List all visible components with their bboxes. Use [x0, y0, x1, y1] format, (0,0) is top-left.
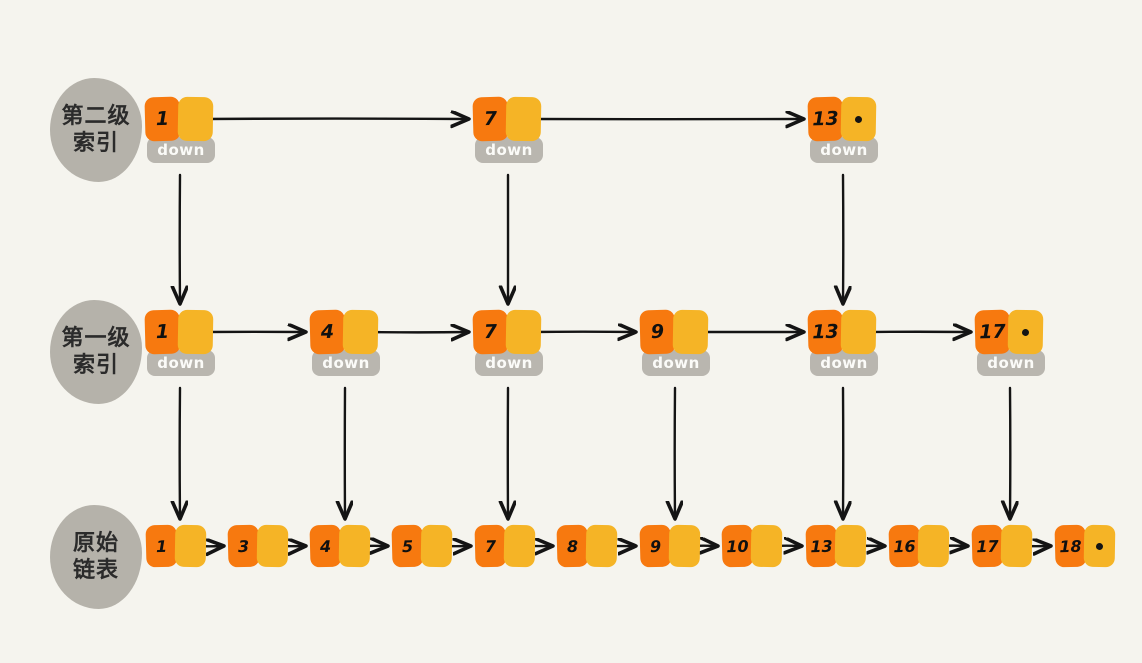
- row-label-line-2: 索引: [73, 130, 119, 158]
- node-null-pointer: [841, 97, 877, 142]
- row-label-line-1: 原始: [73, 530, 119, 558]
- node-level-1-index-17[interactable]: 17: [975, 310, 1045, 354]
- node-level-1-index-9[interactable]: 9: [640, 310, 710, 354]
- node-key-value: 9: [639, 525, 671, 568]
- node-next-pointer: [669, 525, 701, 568]
- node-null-pointer: [1008, 310, 1044, 355]
- node-key-value: 5: [391, 525, 423, 568]
- node-original-list-5[interactable]: 5: [392, 525, 454, 567]
- null-dot-icon: [855, 115, 862, 122]
- node-key-value: 17: [974, 310, 1010, 355]
- node-key-value: 17: [971, 525, 1003, 568]
- null-dot-icon: [1022, 328, 1029, 335]
- node-level-2-index-7[interactable]: 7: [473, 97, 543, 141]
- node-original-list-13[interactable]: 13: [806, 525, 868, 567]
- row-label-original-list: 原始链表: [50, 505, 142, 609]
- node-level-1-index-1[interactable]: 1: [145, 310, 215, 354]
- node-next-pointer: [1001, 525, 1033, 568]
- node-next-pointer: [343, 310, 379, 355]
- node-original-list-3[interactable]: 3: [228, 525, 290, 567]
- node-original-list-18[interactable]: 18: [1055, 525, 1117, 567]
- node-original-list-4[interactable]: 4: [310, 525, 372, 567]
- node-level-1-index-4[interactable]: 4: [310, 310, 380, 354]
- node-key-value: 7: [474, 525, 506, 568]
- node-key-value: 8: [556, 525, 588, 568]
- node-key-value: 7: [472, 97, 508, 142]
- node-key-value: 13: [807, 310, 843, 355]
- node-original-list-8[interactable]: 8: [557, 525, 619, 567]
- node-next-pointer: [841, 310, 877, 355]
- node-key-value: 18: [1054, 525, 1086, 568]
- node-original-list-10[interactable]: 10: [722, 525, 784, 567]
- node-next-pointer: [178, 310, 214, 355]
- row-label-line-1: 第二级: [61, 103, 130, 131]
- node-next-pointer: [673, 310, 709, 355]
- node-key-value: 3: [227, 525, 259, 568]
- row-label-line-2: 链表: [73, 557, 119, 585]
- node-key-value: 4: [309, 525, 341, 568]
- node-key-value: 10: [721, 525, 753, 568]
- node-next-pointer: [506, 310, 542, 355]
- node-next-pointer: [504, 525, 536, 568]
- row-label-level-1-index: 第一级索引: [50, 300, 142, 404]
- node-key-value: 1: [145, 525, 177, 568]
- node-original-list-7[interactable]: 7: [475, 525, 537, 567]
- null-dot-icon: [1096, 542, 1103, 549]
- node-key-value: 13: [807, 97, 843, 142]
- node-level-2-index-1[interactable]: 1: [145, 97, 215, 141]
- node-next-pointer: [918, 525, 950, 568]
- row-label-line-1: 第一级: [61, 325, 130, 353]
- node-original-list-1[interactable]: 1: [146, 525, 208, 567]
- node-original-list-16[interactable]: 16: [889, 525, 951, 567]
- node-level-1-index-13[interactable]: 13: [808, 310, 878, 354]
- node-key-value: 4: [309, 310, 345, 355]
- node-next-pointer: [751, 525, 783, 568]
- node-key-value: 1: [144, 97, 180, 142]
- node-next-pointer: [257, 525, 289, 568]
- node-next-pointer: [421, 525, 453, 568]
- node-key-value: 1: [144, 310, 180, 355]
- node-key-value: 13: [805, 525, 837, 568]
- down-pointer-arrows: [180, 175, 1011, 518]
- node-original-list-9[interactable]: 9: [640, 525, 702, 567]
- node-next-pointer: [175, 525, 207, 568]
- row-label-line-2: 索引: [73, 352, 119, 380]
- node-null-pointer: [1084, 525, 1116, 568]
- row-label-level-2-index: 第二级索引: [50, 78, 142, 182]
- node-next-pointer: [835, 525, 867, 568]
- node-next-pointer: [586, 525, 618, 568]
- node-original-list-17[interactable]: 17: [972, 525, 1034, 567]
- node-level-2-index-13[interactable]: 13: [808, 97, 878, 141]
- node-key-value: 9: [639, 310, 675, 355]
- node-next-pointer: [178, 97, 214, 142]
- node-next-pointer: [339, 525, 371, 568]
- node-level-1-index-7[interactable]: 7: [473, 310, 543, 354]
- node-key-value: 7: [472, 310, 508, 355]
- node-next-pointer: [506, 97, 542, 142]
- node-key-value: 16: [888, 525, 920, 568]
